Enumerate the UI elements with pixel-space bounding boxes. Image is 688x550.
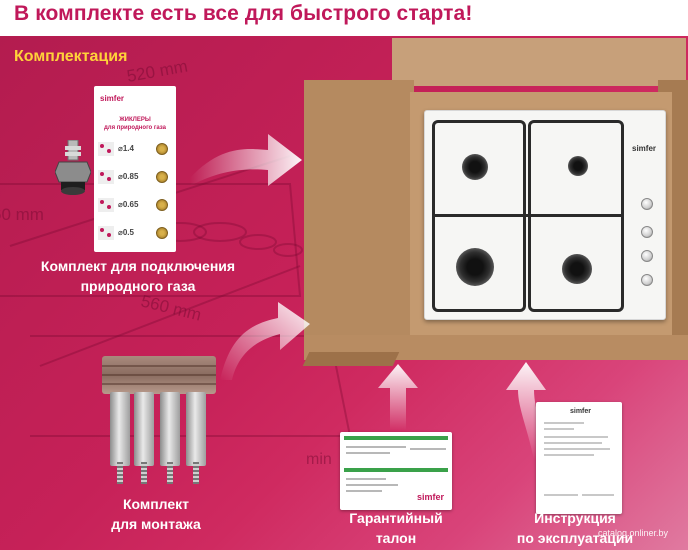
jet-nozzle-icon bbox=[156, 227, 168, 239]
hob-brand: simfer bbox=[632, 144, 657, 153]
jet-size: ⌀0.65 bbox=[118, 200, 139, 209]
burner-front-right bbox=[562, 254, 592, 284]
jets-card-title: ЖИКЛЕРЫ для природного газа bbox=[98, 116, 172, 132]
section-label: Комплектация bbox=[14, 48, 128, 65]
gas-kit-caption-line1: Комплект для подключения bbox=[40, 258, 236, 274]
jet-row: ⌀0.65 bbox=[96, 196, 176, 216]
gas-kit-caption-line2: природного газа bbox=[80, 278, 196, 294]
manual-caption: Инструкция по эксплуатации bbox=[500, 508, 650, 548]
mount-kit-caption-line1: Комплект bbox=[122, 496, 190, 512]
mounting-bracket bbox=[160, 392, 180, 466]
jet-size: ⌀0.5 bbox=[118, 228, 134, 237]
mount-kit-caption: Комплект для монтажа bbox=[84, 494, 228, 534]
screw-icon bbox=[193, 462, 199, 484]
manual-caption-line2: по эксплуатации bbox=[516, 530, 634, 546]
jet-size: ⌀0.85 bbox=[118, 172, 139, 181]
jet-row: ⌀1.4 bbox=[96, 140, 176, 160]
burner-front-left bbox=[456, 248, 494, 286]
jets-card bbox=[94, 86, 176, 252]
warranty-caption-line1: Гарантийный bbox=[349, 510, 443, 526]
mounting-bracket bbox=[186, 392, 206, 466]
manual-brand: simfer bbox=[570, 408, 592, 415]
jet-marker-icon bbox=[98, 226, 114, 240]
mounting-bracket bbox=[134, 392, 154, 466]
page-title: В комплекте есть все для быстрого старта… bbox=[14, 2, 473, 25]
warranty-brand: simfer bbox=[416, 492, 444, 502]
arrow-mount-kit-to-box-icon bbox=[220, 302, 310, 380]
jet-marker-icon bbox=[98, 142, 114, 156]
manual-caption-line1: Инструкция bbox=[534, 510, 616, 526]
jet-nozzle-icon bbox=[156, 171, 168, 183]
warranty-card: simfer bbox=[340, 432, 452, 510]
jets-card-brand: simfer bbox=[100, 94, 125, 103]
knob-4 bbox=[641, 274, 653, 286]
jet-marker-icon bbox=[98, 198, 114, 212]
gas-fitting-icon bbox=[55, 140, 91, 195]
burner-rear-left bbox=[462, 154, 488, 180]
jet-marker-icon bbox=[98, 170, 114, 184]
box-back-wall bbox=[392, 38, 686, 86]
screw-icon bbox=[117, 462, 123, 484]
warranty-caption: Гарантийный талон bbox=[330, 508, 462, 548]
jet-row: ⌀0.5 bbox=[96, 224, 176, 244]
gas-kit-caption: Комплект для подключения природного газа bbox=[26, 256, 250, 296]
screw-icon bbox=[167, 462, 173, 484]
warranty-caption-line2: талон bbox=[375, 530, 417, 546]
watermark: catalog.onliner.by bbox=[598, 528, 669, 538]
mounting-bracket bbox=[110, 392, 130, 466]
manual-booklet: simfer bbox=[536, 402, 622, 514]
jet-row: ⌀0.85 bbox=[96, 168, 176, 188]
arrow-gas-kit-to-box-icon bbox=[190, 134, 302, 186]
box-left-wall bbox=[304, 80, 414, 360]
jet-size: ⌀1.4 bbox=[118, 144, 134, 153]
burner-rear-right bbox=[568, 156, 588, 176]
knob-2 bbox=[641, 226, 653, 238]
mount-kit-caption-line2: для монтажа bbox=[111, 516, 201, 532]
knob-1 bbox=[641, 198, 653, 210]
arrow-warranty-to-box-icon bbox=[378, 364, 418, 430]
sealing-strip-bundle bbox=[102, 356, 216, 394]
screw-icon bbox=[141, 462, 147, 484]
grate-divider bbox=[432, 214, 624, 217]
jets-card-title-line1: ЖИКЛЕРЫ bbox=[119, 117, 151, 123]
jets-card-title-line2: для природного газа bbox=[103, 125, 166, 131]
knob-3 bbox=[641, 250, 653, 262]
jet-nozzle-icon bbox=[156, 143, 168, 155]
jet-nozzle-icon bbox=[156, 199, 168, 211]
